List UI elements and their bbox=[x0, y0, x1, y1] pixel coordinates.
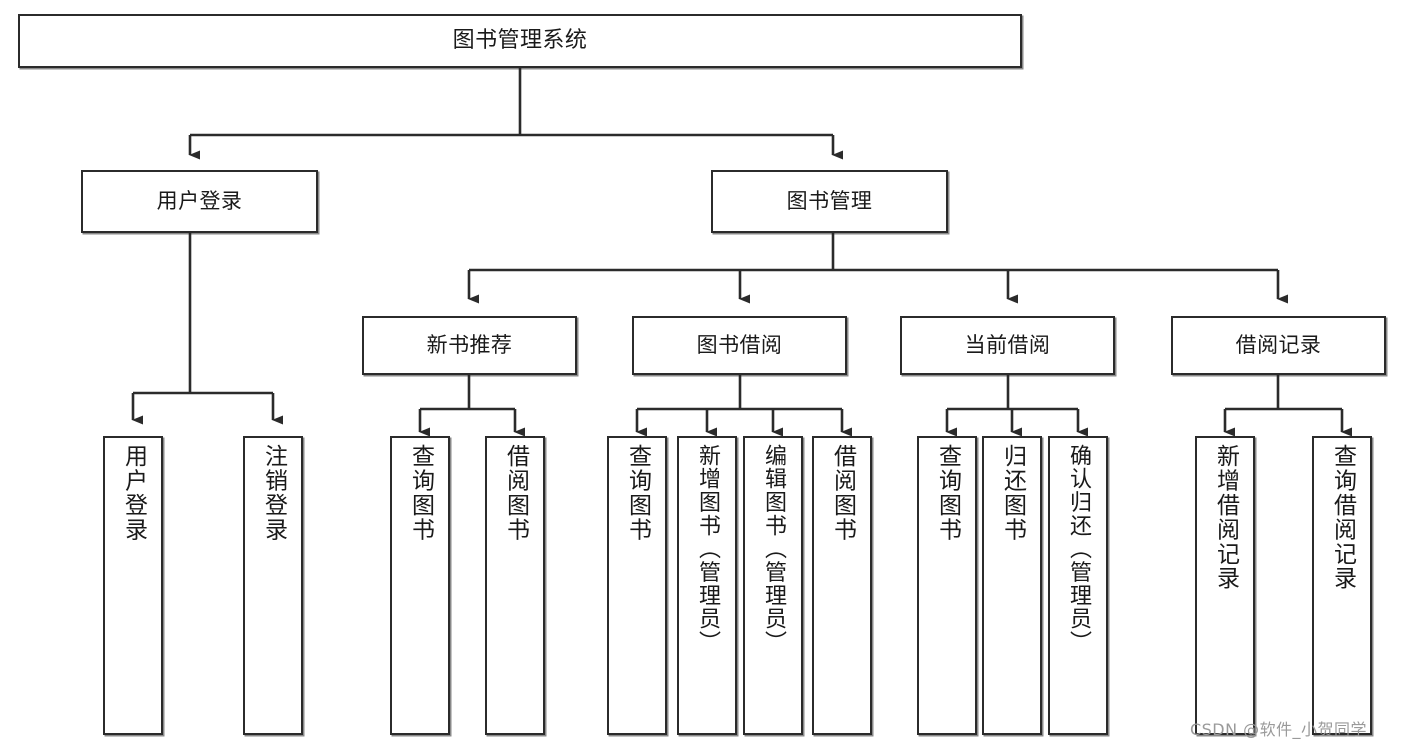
node-leaf-borrow-book[interactable]: 借阅图书 bbox=[812, 436, 872, 735]
node-label: 注销登录 bbox=[260, 444, 287, 542]
node-leaf-query-borrow-record[interactable]: 查询借阅记录 bbox=[1312, 436, 1372, 735]
node-root-book-management-system[interactable]: 图书管理系统 bbox=[18, 14, 1022, 68]
node-label: 查询图书 bbox=[407, 444, 434, 542]
node-leaf-confirm-return-admin[interactable]: 确认归还（管理员） bbox=[1048, 436, 1108, 735]
node-leaf-user-login[interactable]: 用户登录 bbox=[103, 436, 163, 735]
node-label: 查询借阅记录 bbox=[1329, 444, 1356, 591]
node-label: 查询图书 bbox=[624, 444, 651, 542]
node-new-book-recommendation[interactable]: 新书推荐 bbox=[362, 316, 577, 375]
node-leaf-return-book[interactable]: 归还图书 bbox=[982, 436, 1042, 735]
node-leaf-edit-book-admin[interactable]: 编辑图书（管理员） bbox=[743, 436, 803, 735]
node-label: 借阅图书 bbox=[502, 444, 529, 542]
node-leaf-add-book-admin[interactable]: 新增图书（管理员） bbox=[677, 436, 737, 735]
node-label: 当前借阅 bbox=[964, 333, 1051, 358]
node-leaf-logout[interactable]: 注销登录 bbox=[243, 436, 303, 735]
node-label: 图书管理系统 bbox=[452, 28, 588, 54]
node-book-borrow[interactable]: 图书借阅 bbox=[632, 316, 847, 375]
node-label: 确认归还（管理员） bbox=[1066, 444, 1091, 654]
node-label: 查询图书 bbox=[934, 444, 961, 542]
node-label: 归还图书 bbox=[999, 444, 1026, 542]
node-label: 借阅图书 bbox=[829, 444, 856, 542]
node-label: 新增图书（管理员） bbox=[695, 444, 720, 654]
node-label: 新书推荐 bbox=[426, 333, 513, 358]
node-label: 新增借阅记录 bbox=[1212, 444, 1239, 591]
node-leaf-borrow-book-recommend[interactable]: 借阅图书 bbox=[485, 436, 545, 735]
node-label: 图书管理 bbox=[786, 189, 873, 214]
csdn-watermark: CSDN @软件_小贺同学 bbox=[1190, 720, 1367, 739]
node-label: 借阅记录 bbox=[1235, 333, 1322, 358]
node-leaf-add-borrow-record[interactable]: 新增借阅记录 bbox=[1195, 436, 1255, 735]
node-leaf-query-book-current[interactable]: 查询图书 bbox=[917, 436, 977, 735]
node-borrow-record[interactable]: 借阅记录 bbox=[1171, 316, 1386, 375]
node-label: 图书借阅 bbox=[696, 333, 783, 358]
node-leaf-query-book-recommend[interactable]: 查询图书 bbox=[390, 436, 450, 735]
node-user-login[interactable]: 用户登录 bbox=[81, 170, 318, 233]
node-label: 编辑图书（管理员） bbox=[761, 444, 786, 654]
node-leaf-query-book-borrow[interactable]: 查询图书 bbox=[607, 436, 667, 735]
node-current-borrow[interactable]: 当前借阅 bbox=[900, 316, 1115, 375]
node-label: 用户登录 bbox=[120, 444, 147, 542]
node-book-management[interactable]: 图书管理 bbox=[711, 170, 948, 233]
node-label: 用户登录 bbox=[156, 189, 243, 214]
